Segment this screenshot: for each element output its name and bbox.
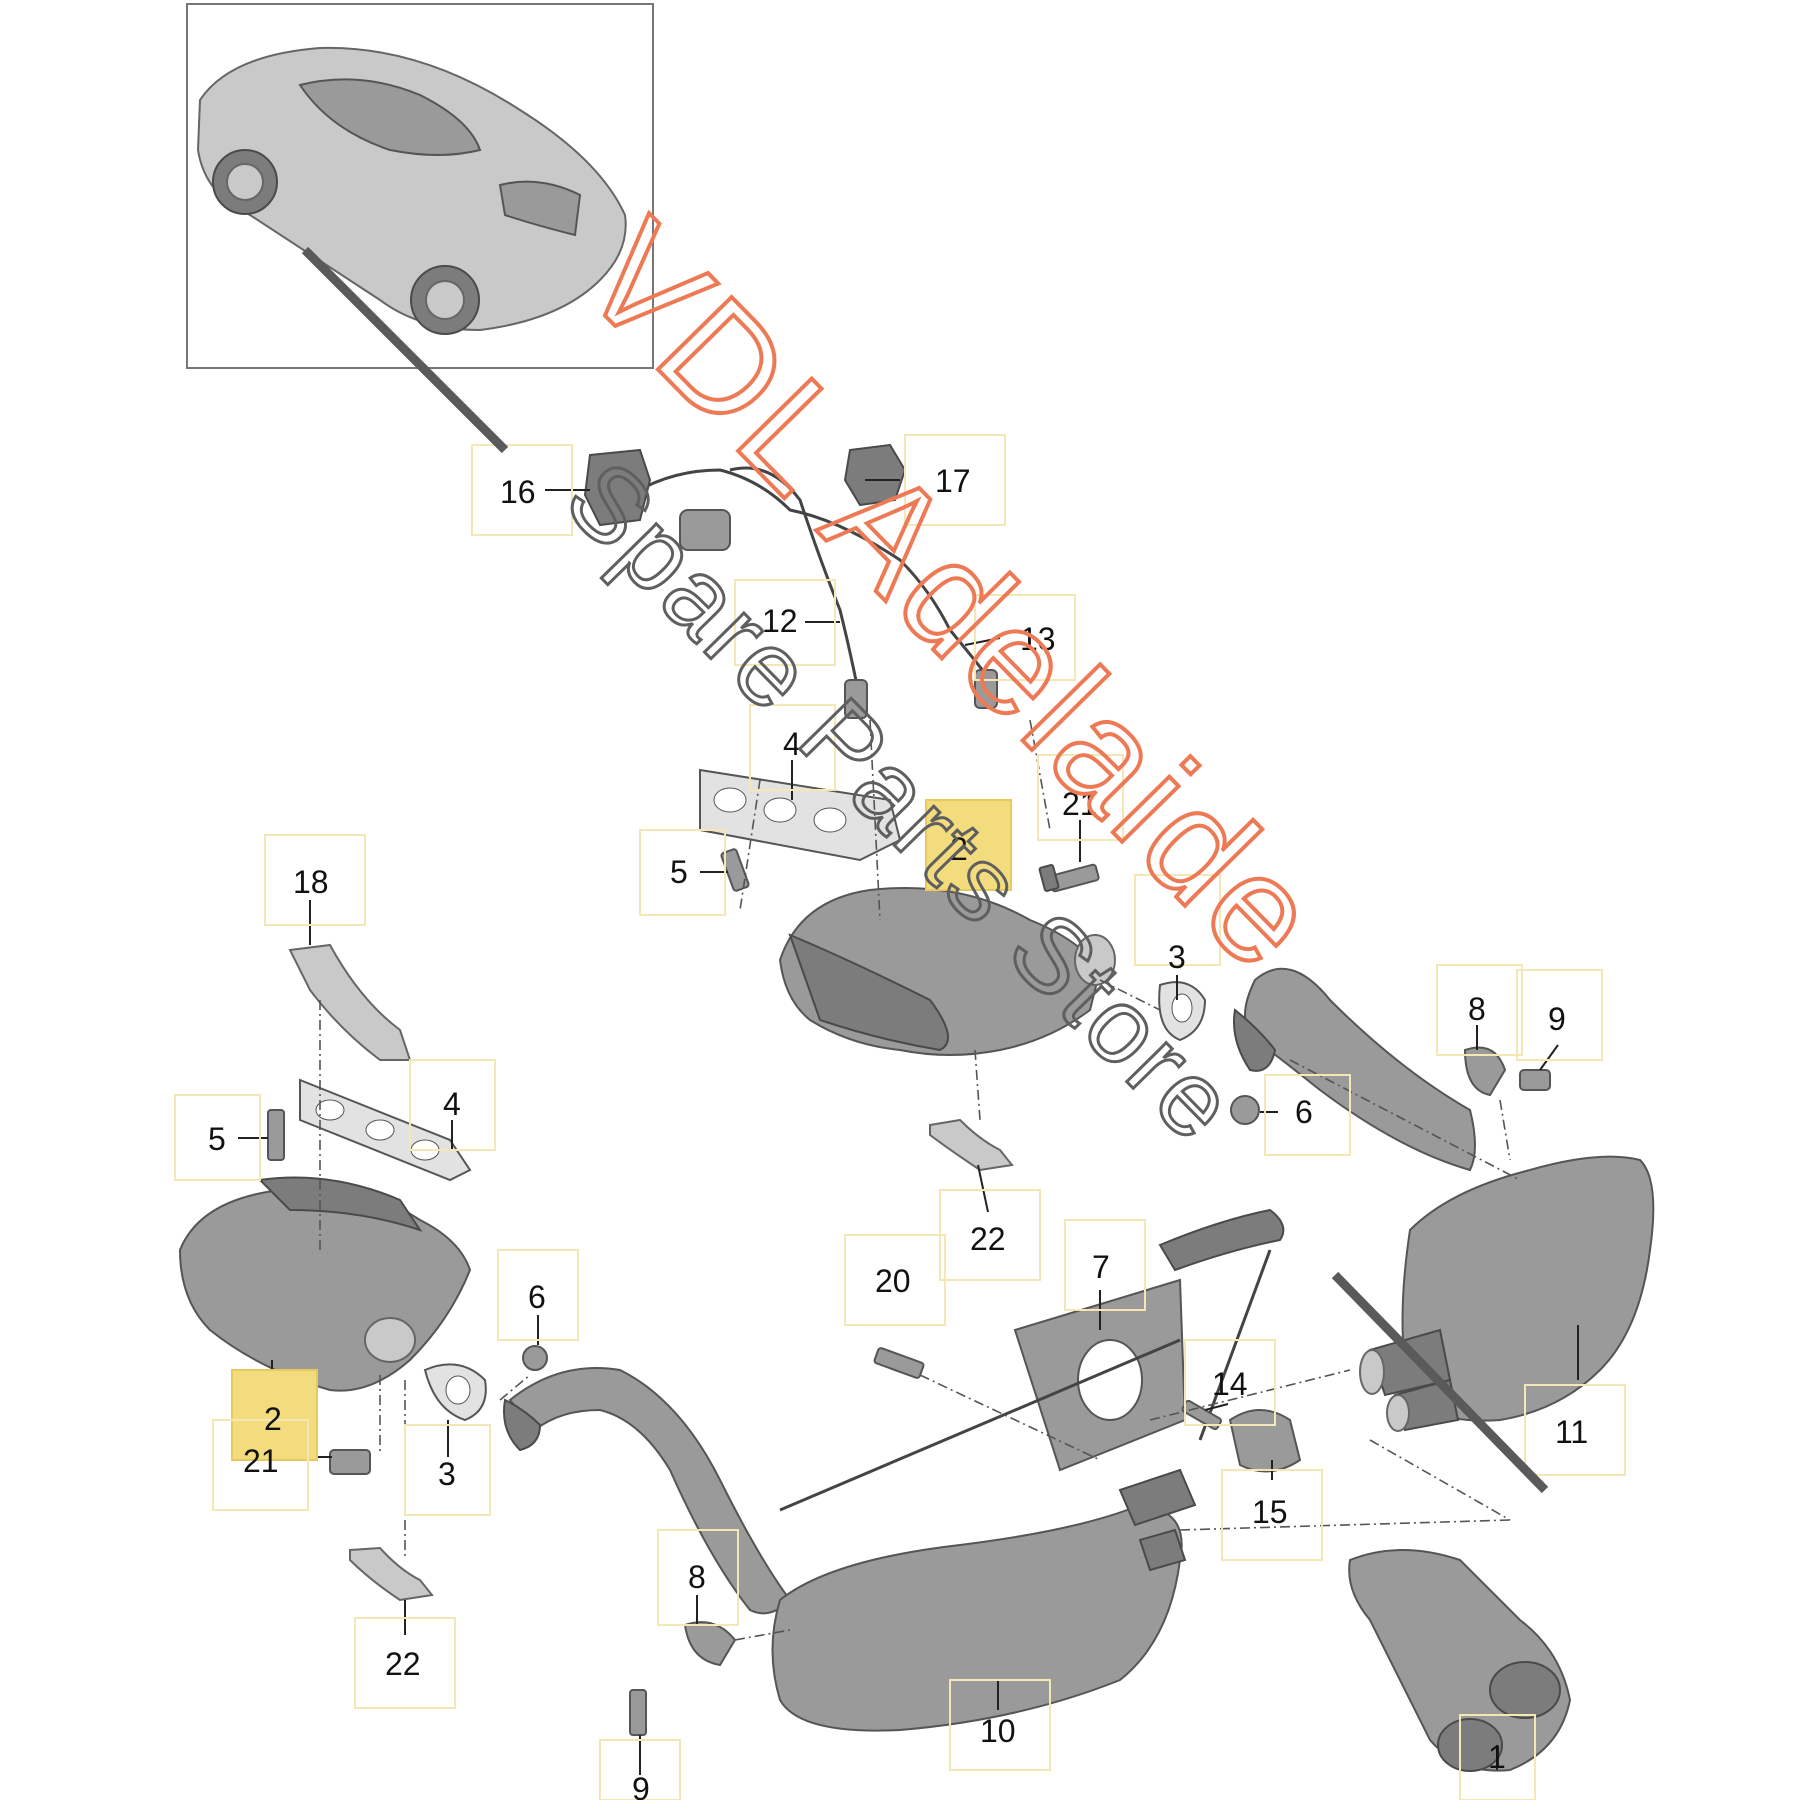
callout-20: 20 (875, 1263, 911, 1299)
manifold-catalytic-upper (778, 887, 1116, 1056)
callout-1: 1 (1488, 1739, 1506, 1775)
rear-pipe-right (1233, 967, 1476, 1172)
watermark: VDL Adelaide Spare Parts Store (301, 188, 1549, 1494)
nut-left (522, 1345, 548, 1371)
callout-13: 13 (1020, 621, 1056, 657)
bolt-upper (1038, 863, 1100, 893)
callout-21-upper: 21 (1062, 786, 1098, 822)
callout-2-upper: 2 (950, 831, 968, 867)
upper-sensor-group (583, 443, 998, 719)
clamp-lower-left (683, 1621, 737, 1667)
callout-4-upper: 4 (783, 726, 801, 762)
callout-14: 14 (1212, 1366, 1248, 1402)
crossmember-bracket (779, 1208, 1285, 1512)
callout-6-left: 6 (528, 1279, 546, 1315)
bolt-lower-left (629, 1689, 647, 1736)
bolt-center (873, 1347, 925, 1379)
callout-12: 12 (762, 603, 798, 639)
stud-left (267, 1109, 285, 1161)
callout-5-left: 5 (208, 1121, 226, 1157)
rear-muffler-left (771, 1468, 1197, 1732)
callout-6-upper: 6 (1295, 1094, 1313, 1130)
callout-3-left: 3 (438, 1456, 456, 1492)
callout-9-left: 9 (632, 1771, 650, 1800)
nut-upper (1230, 1095, 1260, 1125)
callout-8-left: 8 (688, 1559, 706, 1595)
callout-18: 18 (293, 864, 329, 900)
front-pipe-left (503, 1367, 792, 1615)
manifold-catalytic-left (178, 1176, 472, 1392)
rubber-mount (1228, 1409, 1302, 1473)
callout-22-left: 22 (385, 1646, 421, 1682)
manifold-gasket-upper (699, 768, 902, 862)
callout-7: 7 (1092, 1249, 1110, 1285)
callout-16: 16 (500, 474, 536, 510)
callout-17: 17 (935, 463, 971, 499)
callout-3-upper: 3 (1168, 939, 1186, 975)
clamp-upper-right (1463, 1046, 1507, 1097)
vehicle-thumbnail (186, 3, 654, 369)
callout-22-upper: 22 (970, 1221, 1006, 1257)
flange-gasket-upper (1158, 981, 1207, 1042)
rear-muffler-right (1359, 1155, 1655, 1432)
leader-lines (238, 479, 1579, 1775)
callout-labels: 16 17 12 13 4 2 21 5 3 18 8 9 6 4 5 22 7… (208, 463, 1588, 1800)
callout-21-left: 21 (243, 1443, 279, 1479)
bracket-lower-left (349, 1546, 434, 1602)
callout-9-upper: 9 (1548, 1001, 1566, 1037)
flange-gasket-left (423, 1363, 487, 1422)
callout-boxes (174, 434, 1626, 1800)
callout-5-upper: 5 (670, 854, 688, 890)
bracket-upper-left (288, 943, 412, 1061)
callout-8-upper: 8 (1468, 991, 1486, 1027)
callout-2-left: 2 (264, 1401, 282, 1437)
bracket-lower-center (929, 1118, 1014, 1172)
callout-10: 10 (980, 1713, 1016, 1749)
callout-4-left: 4 (443, 1086, 461, 1122)
callout-11: 11 (1555, 1414, 1588, 1450)
callout-15: 15 (1252, 1494, 1288, 1530)
bolt-upper-right (1519, 1069, 1551, 1091)
sensor-left (329, 1449, 371, 1475)
manifold-gasket-left (299, 1078, 472, 1182)
